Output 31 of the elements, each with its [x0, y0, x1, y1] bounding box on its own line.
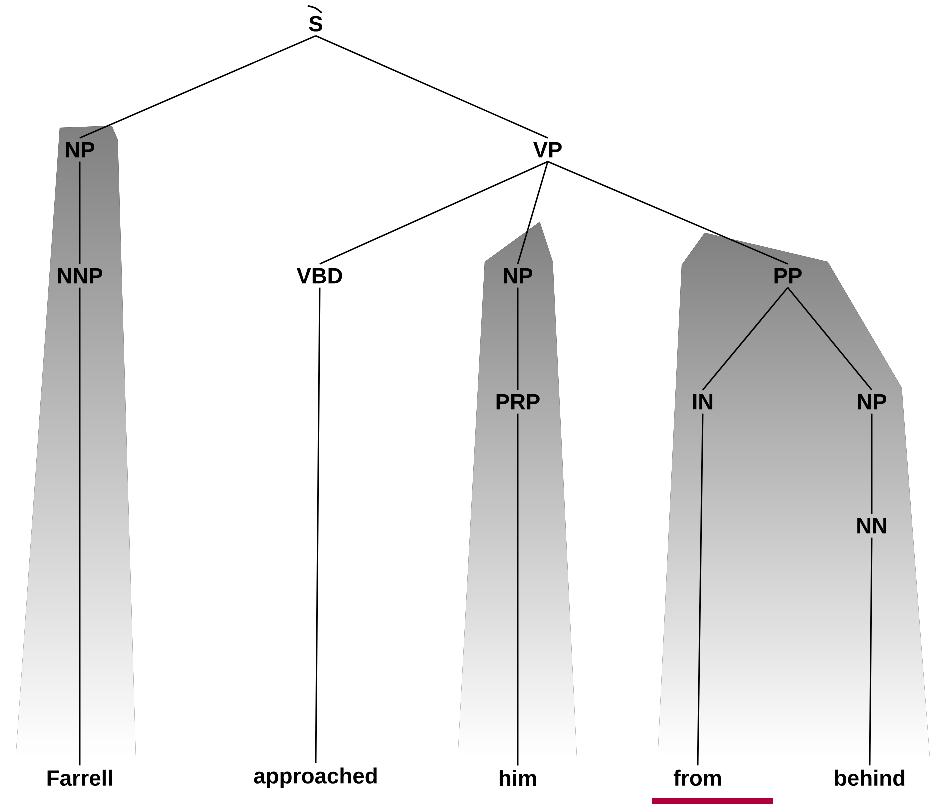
tree-label: NP: [858, 394, 887, 410]
tree-label: VBD: [296, 268, 342, 284]
tree-branch: [702, 287, 789, 391]
word-label: behind: [835, 770, 905, 786]
tree-branch: [871, 414, 873, 514]
word-label: him: [500, 770, 536, 786]
tree-branch: [517, 288, 519, 390]
tree-branch: [869, 538, 873, 766]
tree-branch: [697, 414, 704, 766]
tree-branch: [787, 287, 873, 391]
tree-label: VP: [533, 142, 562, 158]
tree-branch: [548, 161, 788, 265]
tree-branch: [80, 35, 316, 139]
tree-branch: [517, 162, 549, 264]
tree-branch: [320, 161, 548, 265]
tree-label: NP: [504, 268, 533, 284]
word-label: from: [674, 770, 722, 786]
tree-label: PP: [774, 268, 802, 284]
word-label: Farrell: [48, 770, 112, 786]
tree-label: NP: [66, 142, 95, 158]
tree-branch: [517, 414, 519, 766]
tree-label: NN: [858, 518, 886, 534]
tree-label: PRP: [496, 394, 540, 410]
tree-branch: [79, 162, 81, 264]
word-label: approached: [254, 768, 377, 788]
tree-branch: [315, 288, 321, 764]
tree-label: IN: [693, 394, 713, 410]
tree-branch: [79, 288, 81, 766]
tree-label: NNP: [58, 268, 102, 284]
tree-label: S: [309, 16, 322, 32]
tree-branch: [316, 35, 548, 139]
